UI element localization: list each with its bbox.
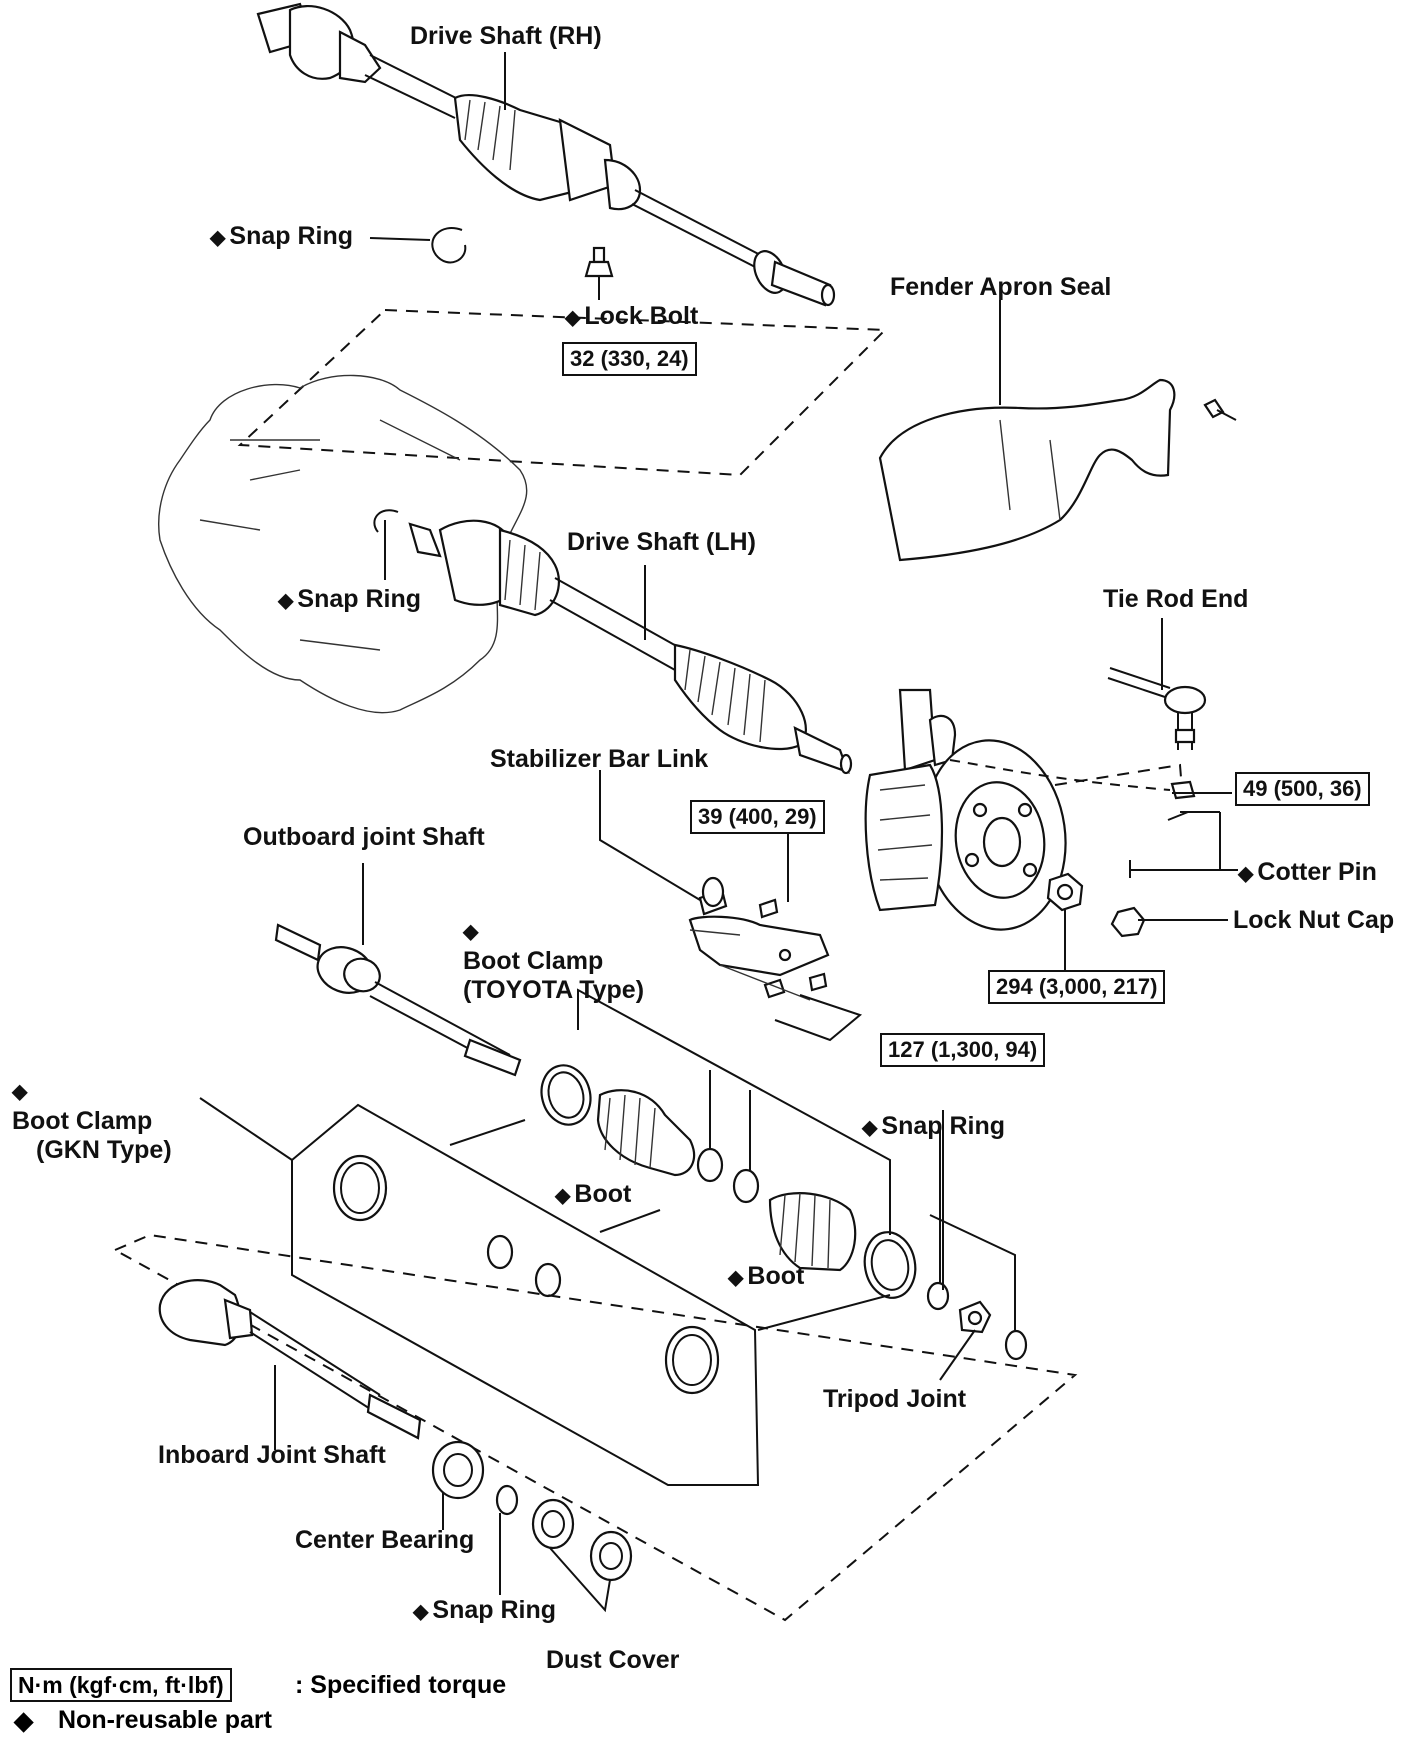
label-drive-shaft-lh: Drive Shaft (LH) [567,528,756,556]
torque-stabilizer-nut: 39 (400, 29) [690,800,825,834]
snap-ring-inner-drawing [926,1281,950,1311]
label-fender-apron-seal: Fender Apron Seal [890,273,1112,301]
label-snap-ring-top: ◆Snap Ring [210,222,353,250]
label-snap-ring-bottom: ◆Snap Ring [413,1596,556,1624]
gkn-panel [291,1103,760,1486]
non-reusable-marker: ◆ [565,307,581,329]
torque-tie-rod-nut: 49 (500, 36) [1235,772,1370,806]
torque-lock-bolt: 32 (330, 24) [562,342,697,376]
label-tripod-joint: Tripod Joint [823,1385,967,1413]
gkn-clamp-a-drawing [332,1154,388,1222]
legend-torque-desc: : Specified torque [295,1671,507,1699]
snap-ring-top-drawing [431,227,467,264]
toyota-boot-clamp-2-drawing [863,1231,917,1299]
boot-outboard-drawing [596,1089,696,1177]
non-reusable-marker: ◆ [278,590,294,612]
lock-nut-cap-drawing [1110,906,1146,938]
inboard-joint-shaft-drawing [158,1279,422,1440]
fender-bolt-drawing [1203,398,1237,421]
legend-torque-units: N·m (kgf·cm, ft·lbf) [10,1668,232,1702]
snap-ring-bottom-drawing [495,1484,519,1516]
non-reusable-marker: ◆ [12,1081,28,1103]
non-reusable-marker: ◆ [463,921,479,943]
label-drive-shaft-rh: Drive Shaft (RH) [410,22,602,50]
dust-cover-1-drawing [531,1498,575,1550]
drive-shaft-rh-drawing [256,2,836,307]
tie-rod-end-drawing [1107,667,1207,750]
gkn-clamp-b-drawing [486,1234,514,1270]
toyota-boot-clamp-1-drawing [540,1064,592,1126]
torque-mount-bolts: 127 (1,300, 94) [880,1033,1046,1067]
label-boot-clamp-toyota: ◆Boot Clamp (TOYOTA Type) [463,918,644,1005]
tie-rod-nut-drawing [1170,780,1196,800]
center-bearing-drawing [431,1440,485,1500]
label-boot-1: ◆Boot [555,1180,632,1208]
label-inboard-joint-shaft: Inboard Joint Shaft [158,1441,386,1469]
small-clamp-1-drawing [696,1147,724,1183]
non-reusable-marker: ◆ [728,1267,744,1289]
boot-inboard-drawing [768,1192,857,1272]
lock-bolt-drawing [584,246,614,300]
label-boot-2: ◆Boot [728,1262,805,1290]
non-reusable-marker: ◆ [1238,863,1254,885]
drive-shaft-lh-drawing [408,519,853,775]
label-snap-ring-lh: ◆Snap Ring [278,585,421,613]
small-clamp-2-drawing [732,1168,760,1204]
transaxle-outline [158,374,528,714]
fender-apron-seal-drawing [878,378,1176,562]
label-lock-nut-cap: Lock Nut Cap [1233,906,1395,934]
non-reusable-marker: ◆ [862,1117,878,1139]
label-cotter-pin: ◆Cotter Pin [1238,858,1377,886]
label-snap-ring-right: ◆Snap Ring [862,1112,1005,1140]
label-lock-bolt: ◆Lock Bolt [565,302,699,330]
torque-hub-nut: 294 (3,000, 217) [988,970,1166,1004]
non-reusable-marker: ◆ [555,1185,571,1207]
label-boot-clamp-gkn: ◆Boot Clamp (GKN Type) [12,1078,172,1165]
label-outboard-joint-shaft: Outboard joint Shaft [243,823,485,851]
label-stabilizer-bar-link: Stabilizer Bar Link [490,745,709,773]
cotter-pin-drawing [1129,811,1238,878]
gkn-clamp-c-drawing [534,1262,562,1298]
tripod-joint-drawing [958,1300,992,1334]
legend-marker: ◆ [14,1707,34,1735]
snap-ring-outer-drawing [1004,1329,1028,1361]
knuckle-rotor-drawing [864,688,1067,931]
outboard-joint-shaft-drawing [274,923,522,1077]
non-reusable-marker: ◆ [413,1601,429,1623]
label-dust-cover: Dust Cover [546,1646,680,1674]
dust-cover-2-drawing [589,1530,633,1582]
snap-ring-lh-drawing [373,509,399,533]
legend-marker-desc: Non-reusable part [58,1706,272,1734]
gkn-clamp-d-drawing [664,1325,720,1395]
non-reusable-marker: ◆ [210,227,226,249]
label-tie-rod-end: Tie Rod End [1103,585,1249,613]
label-center-bearing: Center Bearing [295,1526,475,1554]
stabilizer-bracket-drawing [688,876,830,999]
